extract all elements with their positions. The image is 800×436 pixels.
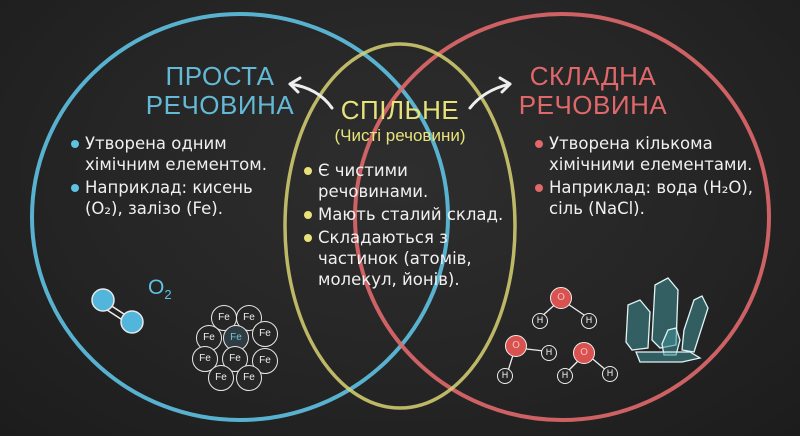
bullet-icon [304, 234, 312, 242]
list-item-text: Наприклад: кисень (O₂), залізо (Fe). [85, 178, 253, 218]
title-line: СКЛАДНА [529, 61, 657, 91]
oxygen-atom: O [505, 335, 527, 357]
simple-substance-circle [30, 12, 450, 422]
bullet-icon [304, 167, 312, 175]
list-item-text: Є чистими речовинами. [318, 161, 429, 201]
list-item: Утворена кількома хімічними елементами. [535, 133, 765, 175]
bullet-icon [304, 211, 312, 219]
list-item: Складаються з частинок (атомів, молекул,… [304, 227, 504, 290]
arrow-left-icon [288, 76, 334, 110]
list-item: Мають сталий склад. [304, 204, 504, 225]
list-item-text: Наприклад: вода (H₂O), сіль (NaCl). [549, 178, 754, 218]
list-item: Наприклад: вода (H₂O), сіль (NaCl). [535, 177, 765, 219]
oxygen-atom: O [573, 342, 595, 364]
common-subtitle: (Чисті речовини) [334, 126, 466, 145]
title-line: РЕЧОВИНА [518, 90, 668, 120]
hydrogen-atom: H [602, 366, 618, 382]
simple-substance-list: Утворена одним хімічним елементом. Напри… [71, 133, 281, 221]
salt-crystal-icon [625, 277, 709, 363]
list-item-text: Складаються з частинок (атомів, молекул,… [318, 228, 472, 289]
hydrogen-atom: H [557, 368, 573, 384]
o2-symbol: O [148, 276, 165, 299]
hydrogen-atom: H [532, 313, 548, 329]
hydrogen-atom: H [497, 368, 513, 384]
bullet-icon [71, 140, 79, 148]
common-list: Є чистими речовинами. Мають сталий склад… [304, 160, 504, 292]
complex-substance-list: Утворена кількома хімічними елементами. … [535, 133, 765, 221]
fe-atom: Fe [192, 346, 218, 372]
list-item: Утворена одним хімічним елементом. [71, 133, 281, 175]
o2-subscript: 2 [164, 287, 172, 303]
oxygen-atom: O [550, 287, 572, 309]
simple-substance-title: ПРОСТА РЕЧОВИНА [140, 62, 300, 120]
o2-molecule-icon [91, 288, 144, 334]
list-item: Наприклад: кисень (O₂), залізо (Fe). [71, 177, 281, 219]
complex-substance-title: СКЛАДНА РЕЧОВИНА [508, 62, 678, 120]
fe-atom: Fe [208, 365, 234, 391]
o2-label: O2 [148, 276, 172, 302]
common-title: СПІЛЬНЕ (Чисті речовини) [300, 96, 500, 147]
fe-atom: Fe [236, 365, 262, 391]
title-line: ПРОСТА [165, 61, 275, 91]
list-item-text: Мають сталий склад. [318, 205, 504, 224]
bullet-icon [71, 184, 79, 192]
list-item-text: Утворена кількома хімічними елементами. [549, 134, 753, 174]
title-line: РЕЧОВИНА [145, 90, 295, 120]
common-heading: СПІЛЬНЕ [340, 95, 460, 125]
bullet-icon [535, 184, 543, 192]
bullet-icon [535, 140, 543, 148]
hydrogen-atom: H [541, 345, 557, 361]
list-item: Є чистими речовинами. [304, 160, 504, 202]
fe-atom: Fe [252, 321, 278, 347]
list-item-text: Утворена одним хімічним елементом. [85, 134, 267, 174]
complex-substance-circle [353, 12, 771, 422]
common-circle [283, 42, 517, 410]
hydrogen-atom: H [581, 313, 597, 329]
arrow-right-icon [468, 76, 512, 110]
